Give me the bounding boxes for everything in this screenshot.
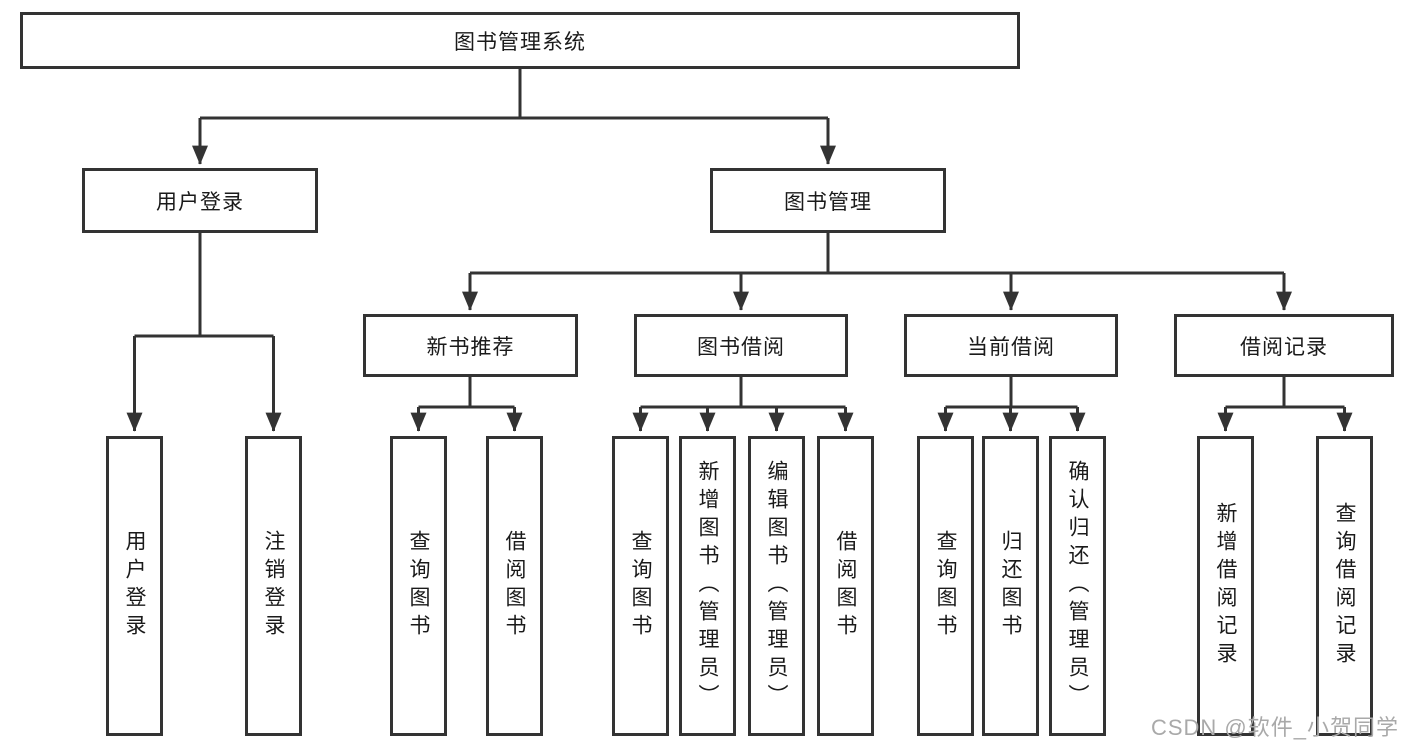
leaf-query-books: 查询图书 bbox=[390, 436, 447, 736]
node-label: 查询图书 bbox=[629, 530, 652, 642]
node-label: 图书管理系统 bbox=[454, 30, 586, 54]
node-borrowing-records: 借阅记录 bbox=[1174, 314, 1394, 377]
node-library-system: 图书管理系统 bbox=[20, 12, 1020, 69]
node-current-borrowing: 当前借阅 bbox=[904, 314, 1118, 377]
watermark: CSDN @软件_小贺同学 bbox=[1150, 715, 1399, 740]
node-label: 借阅记录 bbox=[1240, 335, 1328, 359]
node-book-management: 图书管理 bbox=[710, 168, 946, 233]
leaf-borrow-books: 借阅图书 bbox=[486, 436, 543, 736]
node-label: 编辑图书（管理员） bbox=[765, 460, 788, 712]
node-user-login: 用户登录 bbox=[82, 168, 318, 233]
node-label: 查询借阅记录 bbox=[1333, 502, 1356, 670]
node-label: 图书借阅 bbox=[697, 335, 785, 359]
leaf-query-books: 查询图书 bbox=[917, 436, 974, 736]
node-label: 图书管理 bbox=[784, 190, 872, 214]
node-book-borrowing: 图书借阅 bbox=[634, 314, 848, 377]
leaf-confirm-return-admin: 确认归还（管理员） bbox=[1049, 436, 1106, 736]
node-label: 注销登录 bbox=[262, 530, 285, 642]
leaf-query-books: 查询图书 bbox=[612, 436, 669, 736]
node-label: 查询图书 bbox=[934, 530, 957, 642]
leaf-user-login: 用户登录 bbox=[106, 436, 163, 736]
node-label: 新增图书（管理员） bbox=[696, 460, 719, 712]
leaf-query-borrow-record: 查询借阅记录 bbox=[1316, 436, 1373, 736]
node-label: 归还图书 bbox=[999, 530, 1022, 642]
node-label: 用户登录 bbox=[156, 190, 244, 214]
node-new-book-recommend: 新书推荐 bbox=[363, 314, 578, 377]
leaf-return-books: 归还图书 bbox=[982, 436, 1039, 736]
node-label: 用户登录 bbox=[123, 530, 146, 642]
leaf-borrow-books: 借阅图书 bbox=[817, 436, 874, 736]
leaf-logout: 注销登录 bbox=[245, 436, 302, 736]
node-label: 当前借阅 bbox=[967, 335, 1055, 359]
node-label: 新增借阅记录 bbox=[1214, 502, 1237, 670]
node-label: 借阅图书 bbox=[834, 530, 857, 642]
node-label: 借阅图书 bbox=[503, 530, 526, 642]
node-label: 查询图书 bbox=[407, 530, 430, 642]
leaf-edit-books-admin: 编辑图书（管理员） bbox=[748, 436, 805, 736]
leaf-add-borrow-record: 新增借阅记录 bbox=[1197, 436, 1254, 736]
node-label: 新书推荐 bbox=[426, 335, 515, 359]
leaf-add-books-admin: 新增图书（管理员） bbox=[679, 436, 736, 736]
node-label: 确认归还（管理员） bbox=[1066, 460, 1089, 712]
